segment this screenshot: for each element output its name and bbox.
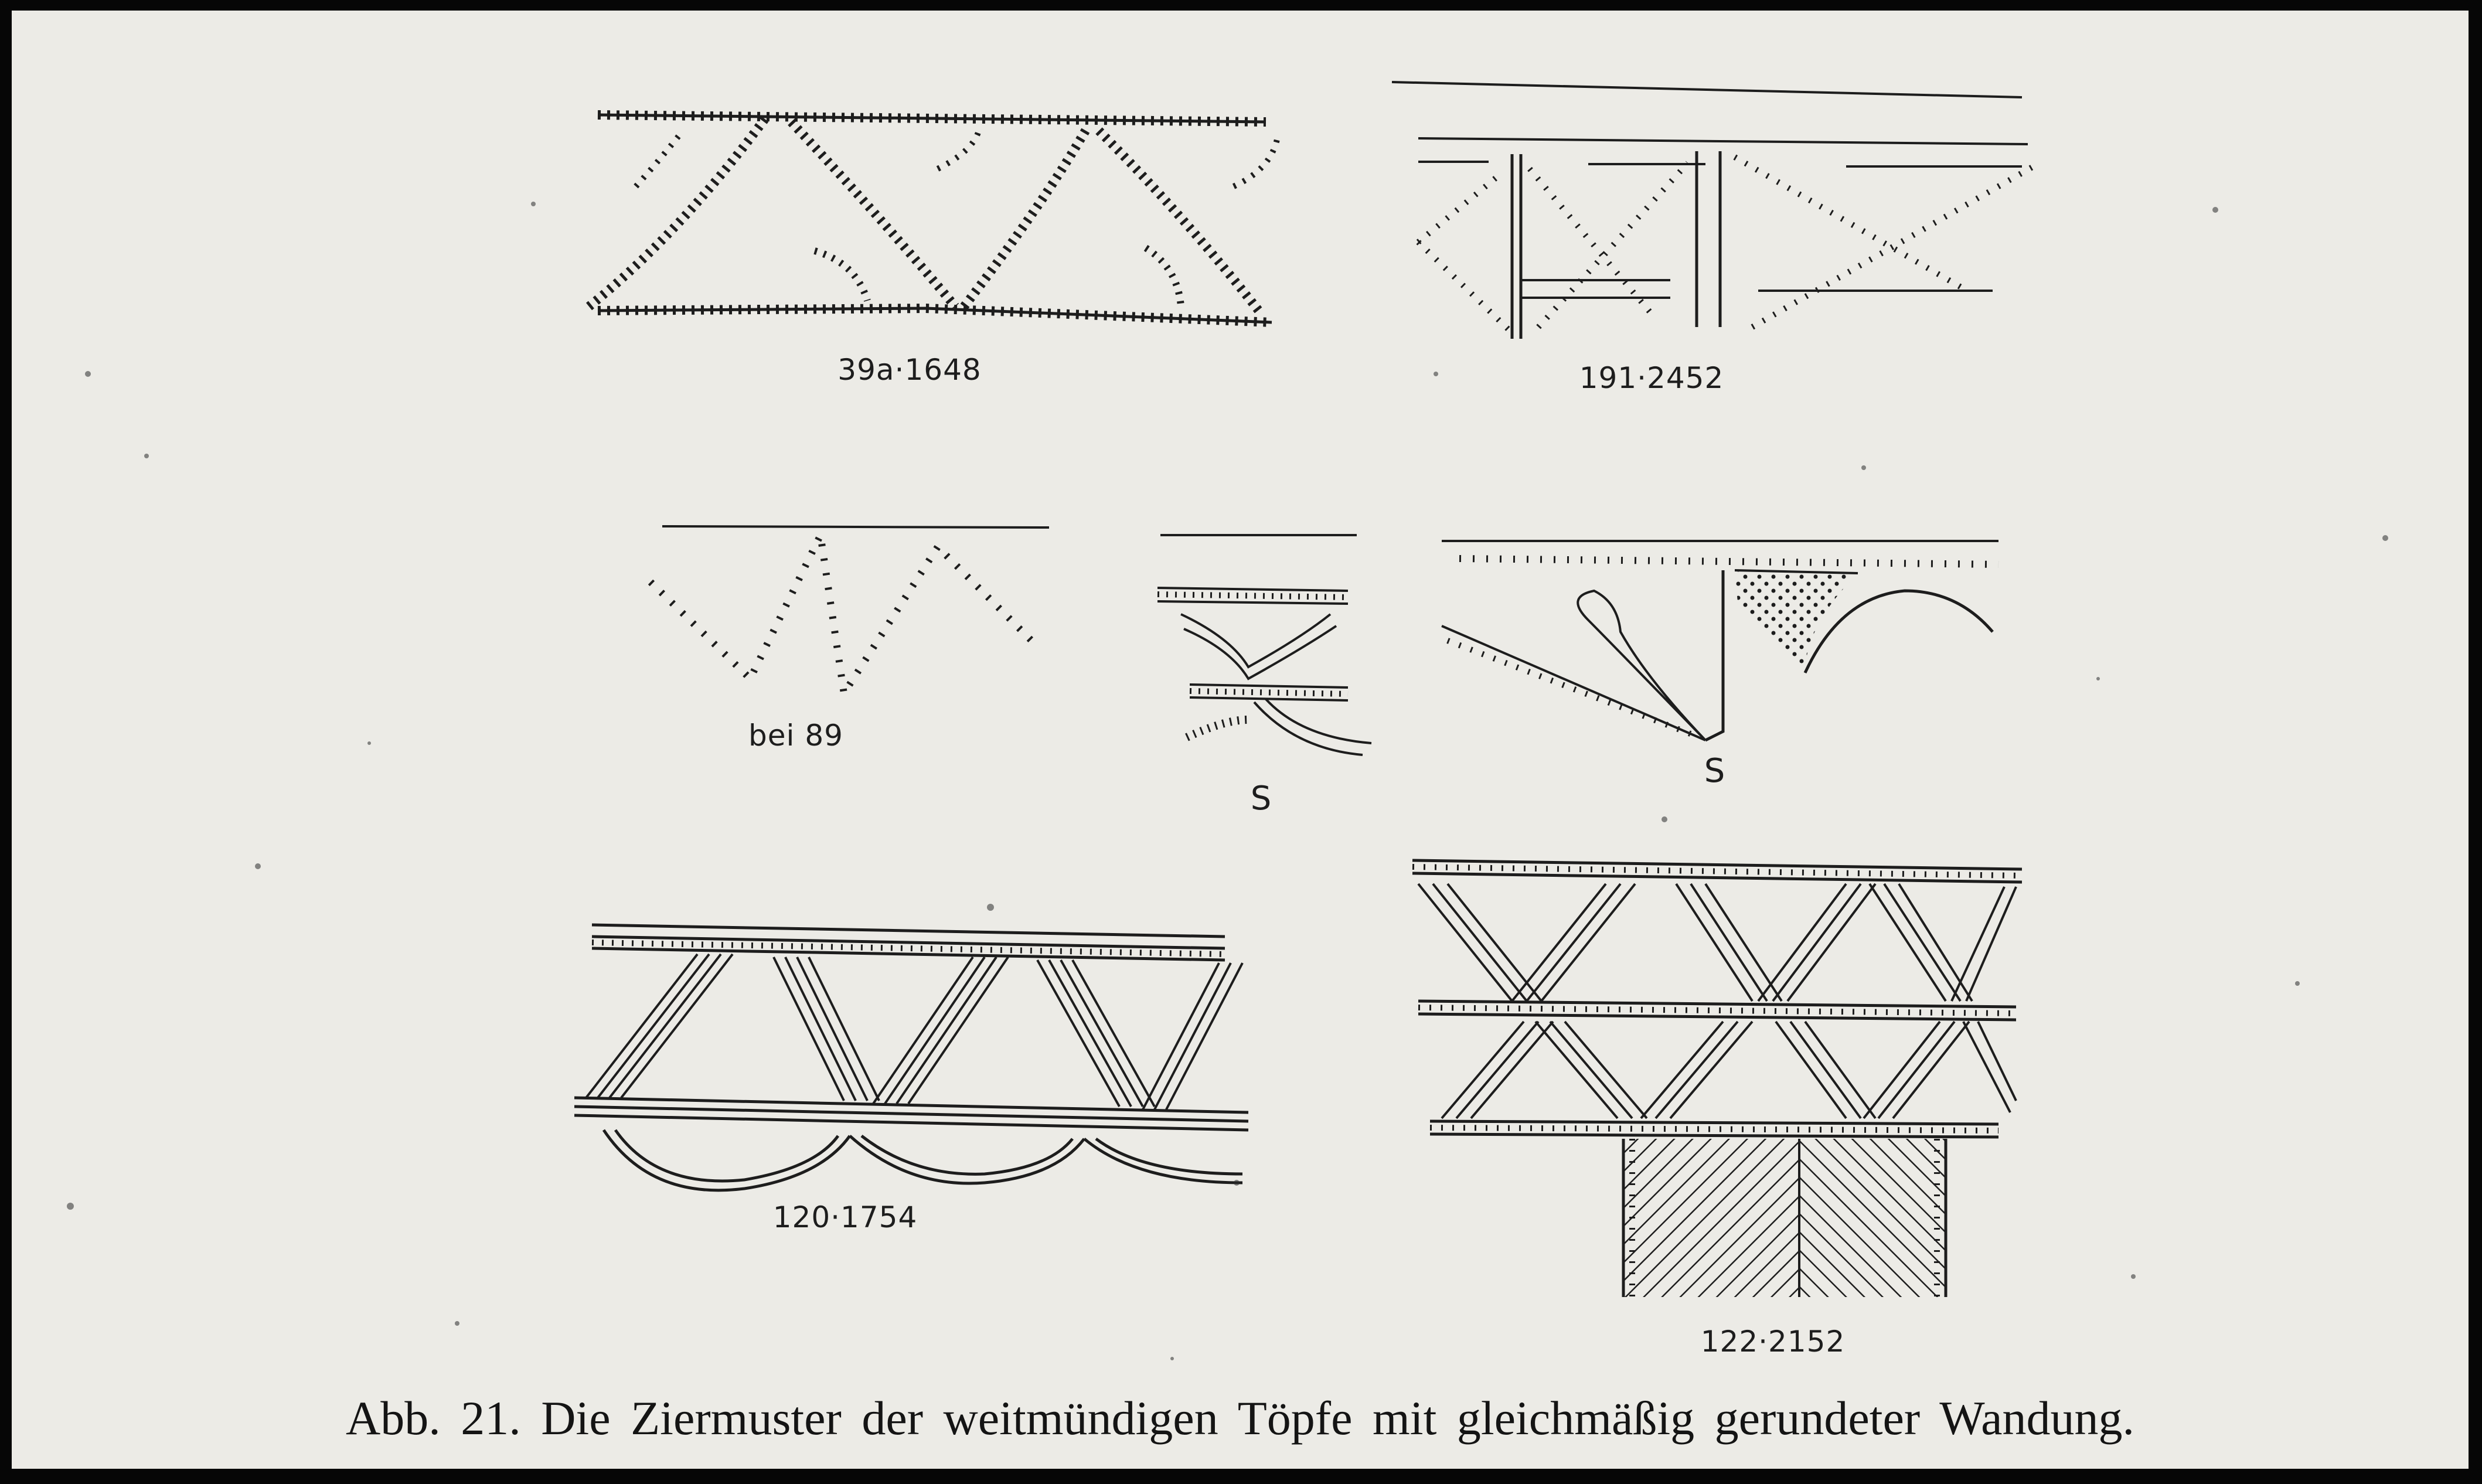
figure-label-191-2452: 191·2452 [1579, 361, 1724, 395]
dust-specks [67, 202, 2388, 1360]
ornament-s-stippled [1441, 540, 1999, 742]
ornament-120-1754 [574, 923, 1249, 1192]
figure-label-s-stippled: S [1704, 752, 1726, 790]
ornament-122-2152 [1412, 859, 2023, 1297]
ornament-191-2452 [1391, 81, 2041, 339]
ornament-39a-1648 [585, 110, 1281, 327]
figure-label-120-1754: 120·1754 [772, 1200, 918, 1234]
figure-label-s-small: S [1250, 780, 1272, 818]
figure-caption: Abb. 21. Die Ziermuster der weitmündigen… [345, 1391, 2134, 1445]
ornament-s-small [1157, 534, 1372, 756]
ornament-drawings [67, 81, 2388, 1360]
ornament-bei-89 [648, 523, 1050, 703]
figure-plate: 39a·1648 191·2452 bei 89 S S 120·1754 12… [12, 11, 2469, 1469]
figure-label-39a-1648: 39a·1648 [837, 353, 982, 387]
figure-label-122-2152: 122·2152 [1700, 1325, 1846, 1359]
figure-label-bei-89: bei 89 [748, 719, 843, 753]
